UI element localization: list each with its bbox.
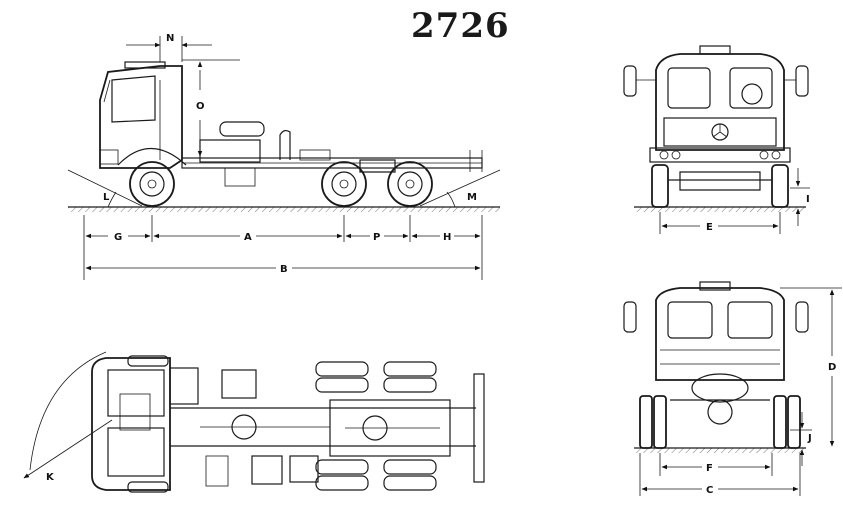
front-wheel-hub — [139, 171, 165, 197]
steering-wheel — [741, 83, 763, 105]
front-view: E I — [623, 45, 810, 234]
label-H: H — [443, 232, 451, 243]
rear-wheel-right-inner — [773, 395, 787, 449]
rear-wheel-left-outer — [639, 395, 653, 449]
front-windshield-left — [667, 67, 711, 109]
top-view: K — [23, 351, 485, 493]
model-title: 2726 — [411, 6, 510, 46]
front-windshield-right — [729, 67, 773, 109]
mirror-right — [795, 65, 809, 97]
top-rear-axle-group — [329, 399, 451, 457]
label-P: P — [373, 232, 380, 243]
front-wheel-left — [651, 164, 669, 208]
label-M: M — [467, 192, 477, 203]
side-ground-hatch — [68, 207, 500, 212]
exhaust-stack — [279, 129, 291, 160]
top-rear-tyres — [315, 361, 437, 491]
label-C: C — [706, 485, 713, 496]
rear-wheel-right-outer — [787, 395, 801, 449]
rear-wheel-left-inner — [653, 395, 667, 449]
label-A: A — [244, 232, 252, 243]
label-E: E — [706, 222, 713, 233]
label-L: L — [103, 192, 110, 203]
top-front-tyre-lower — [127, 481, 169, 493]
rear-window-left — [667, 301, 713, 339]
dim-row-gaph: G A P H — [83, 215, 483, 280]
top-cab — [91, 357, 171, 491]
side-view: L M N O G — [67, 33, 501, 280]
top-front-tyre-upper — [127, 355, 169, 367]
label-F: F — [706, 463, 713, 474]
rear-cab — [655, 287, 785, 381]
top-rear-bumper — [473, 373, 485, 483]
front-wheel — [129, 161, 175, 207]
windshield-line — [103, 79, 111, 103]
label-J: J — [807, 433, 812, 444]
cab-window — [111, 75, 156, 123]
mirror-left — [623, 65, 637, 97]
rear-window-right — [727, 301, 773, 339]
top-battery — [251, 455, 283, 485]
rear-wheel-1 — [321, 161, 367, 207]
front-bumper — [99, 149, 119, 165]
turning-radius-arrow — [23, 419, 113, 479]
front-wheel-right — [771, 164, 789, 208]
approach-angle-line — [67, 169, 143, 207]
fuel-tank — [219, 121, 265, 137]
front-wheel-center — [147, 179, 157, 189]
label-I: I — [806, 194, 810, 205]
label-D: D — [828, 362, 836, 373]
top-engine — [169, 367, 199, 405]
rear-differential — [691, 373, 749, 403]
rear-wheel-2 — [387, 161, 433, 207]
label-G: G — [114, 232, 122, 243]
top-fuel-tank — [221, 369, 257, 399]
rear-view: D J F C — [623, 281, 842, 496]
roof-hatch — [124, 61, 166, 69]
turning-radius-arc — [29, 351, 107, 471]
label-B: B — [280, 264, 288, 275]
rear-suspension — [359, 159, 396, 173]
front-cab — [655, 53, 785, 151]
label-N: N — [166, 33, 174, 44]
cab-outline — [99, 65, 183, 169]
grille — [663, 117, 777, 147]
front-roof-hatch — [699, 45, 731, 55]
departure-angle-line — [419, 169, 501, 207]
front-axle — [668, 171, 772, 191]
label-O: O — [196, 101, 205, 112]
front-bumper-front — [649, 147, 791, 163]
label-K: K — [46, 472, 55, 483]
battery-box — [224, 167, 256, 187]
engine-block — [199, 139, 261, 163]
front-fender — [117, 147, 187, 166]
